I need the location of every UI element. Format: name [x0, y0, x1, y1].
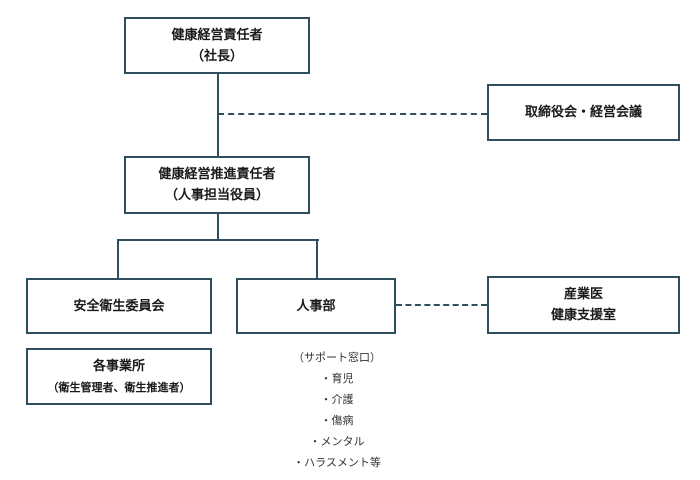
safety-committee-title: 安全衛生委員会 [73, 298, 165, 314]
support-item-nursing-care: ・介護 [320, 393, 354, 406]
offices-subtitle: （衛生管理者、衛生推進者） [47, 380, 191, 394]
board-box: 取締役会・経営会議 [487, 84, 680, 141]
dashed-connector-hr-to-doctor [396, 304, 487, 306]
connector-branch-horizontal [117, 239, 319, 241]
support-item-injury-illness: ・傷病 [320, 414, 354, 427]
support-notes: （サポート窓口） ・育児 ・介護 ・傷病 ・メンタル ・ハラスメント等 [282, 347, 392, 473]
offices-title: 各事業所 [92, 358, 145, 374]
promotion-title: 健康経営推進責任者 [158, 167, 276, 182]
connector-promotion-down [217, 214, 219, 240]
occupational-doctor-line2: 健康支援室 [550, 308, 616, 323]
hr-box: 人事部 [236, 278, 396, 334]
ceo-subtitle: （社長） [190, 48, 243, 64]
promotion-subtitle: （人事担当役員） [164, 188, 269, 203]
hr-title: 人事部 [296, 298, 336, 314]
occupational-doctor-line1: 産業医 [563, 287, 603, 302]
support-item-harassment: ・ハラスメント等 [293, 456, 381, 469]
support-item-mental: ・メンタル [309, 435, 365, 448]
occupational-doctor-box: 産業医 健康支援室 [487, 276, 680, 334]
support-item-childcare: ・育児 [320, 372, 354, 385]
promotion-box: 健康経営推進責任者 （人事担当役員） [124, 156, 310, 214]
offices-box: 各事業所 （衛生管理者、衛生推進者） [26, 348, 212, 405]
dashed-connector-ceo-to-board [218, 113, 487, 115]
connector-to-safety-committee [117, 239, 119, 279]
connector-to-hr [316, 239, 318, 279]
board-title: 取締役会・経営会議 [524, 105, 642, 120]
ceo-box: 健康経営責任者 （社長） [124, 17, 310, 74]
safety-committee-box: 安全衛生委員会 [26, 278, 212, 334]
support-notes-heading: （サポート窓口） [293, 351, 381, 364]
ceo-title: 健康経営責任者 [171, 27, 263, 43]
